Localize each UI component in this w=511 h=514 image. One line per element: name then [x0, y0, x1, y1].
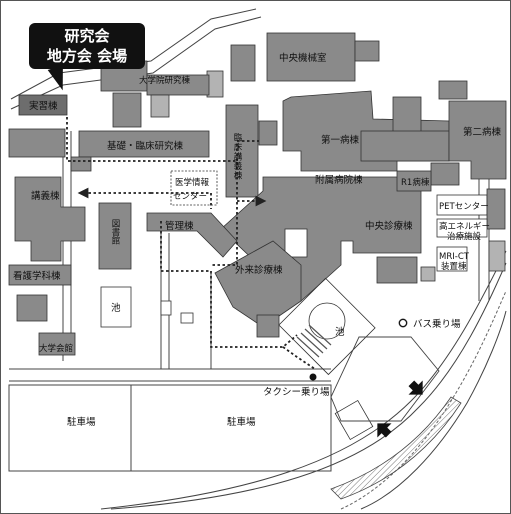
label-medical-info-1: 医学情報 [175, 177, 210, 188]
bus-loop [330, 318, 440, 422]
label-clinical-lecture: 臨床講義棟 [232, 132, 242, 180]
label-graduate-research: 大学院研究棟 [139, 75, 191, 86]
label-parking-1: 駐車場 [67, 416, 96, 428]
label-parking-2: 駐車場 [227, 416, 256, 428]
label-outpatient: 外来診療棟 [235, 264, 283, 276]
label-pond-2: 池 [335, 326, 345, 338]
callout-line-2: 地方会 会場 [46, 47, 128, 65]
label-mri-ct-1: MRI-CT [439, 252, 470, 262]
label-central-clinic: 中央診療棟 [365, 220, 413, 232]
label-library: 図書館 [110, 219, 120, 245]
label-taxi-stand: タクシー乗り場 [263, 386, 330, 398]
label-medical-info-2: センター [173, 192, 207, 202]
label-affiliated-hospital: 附属病院棟 [315, 174, 363, 186]
label-bus-stop: バス乗り場 [413, 318, 461, 330]
label-nursing: 看護学科棟 [13, 270, 61, 282]
label-first-ward: 第一病棟 [321, 134, 360, 146]
label-mri-ct-2: 装置棟 [441, 261, 467, 272]
label-pet-center: PETセンター [439, 202, 489, 212]
svg-text:図書館: 図書館 [110, 219, 120, 245]
label-central-machinery: 中央機械室 [279, 52, 327, 64]
label-lecture-hall: 講義棟 [31, 190, 60, 202]
svg-text:臨床講義棟: 臨床講義棟 [232, 132, 242, 180]
buildings [8, 32, 507, 441]
highway-hatch [330, 396, 462, 500]
label-pond-1: 池 [111, 302, 121, 314]
label-second-ward: 第二病棟 [463, 126, 502, 138]
label-basic-clinical: 基礎・臨床研究棟 [107, 140, 184, 152]
taxi-marker [309, 373, 317, 381]
label-admin: 管理棟 [165, 220, 194, 232]
bus-marker [399, 319, 407, 327]
pond-2-area [278, 277, 376, 376]
label-high-energy-1: 高エネルギー [439, 221, 490, 232]
walking-route [66, 117, 316, 370]
label-practice: 実習棟 [29, 100, 58, 112]
label-university-hall: 大学会館 [39, 343, 73, 354]
venue-callout: 研究会 地方会 会場 [29, 23, 145, 69]
label-r1-ward: R1病棟 [401, 177, 430, 188]
label-high-energy-2: 治療施設 [447, 231, 482, 242]
direction-arrows [377, 380, 423, 438]
map-labels: 中央機械室 大学院研究棟 実習棟 基礎・臨床研究棟 臨床講義棟 第一病棟 第二病… [13, 52, 502, 428]
callout-line-1: 研究会 [64, 27, 110, 45]
